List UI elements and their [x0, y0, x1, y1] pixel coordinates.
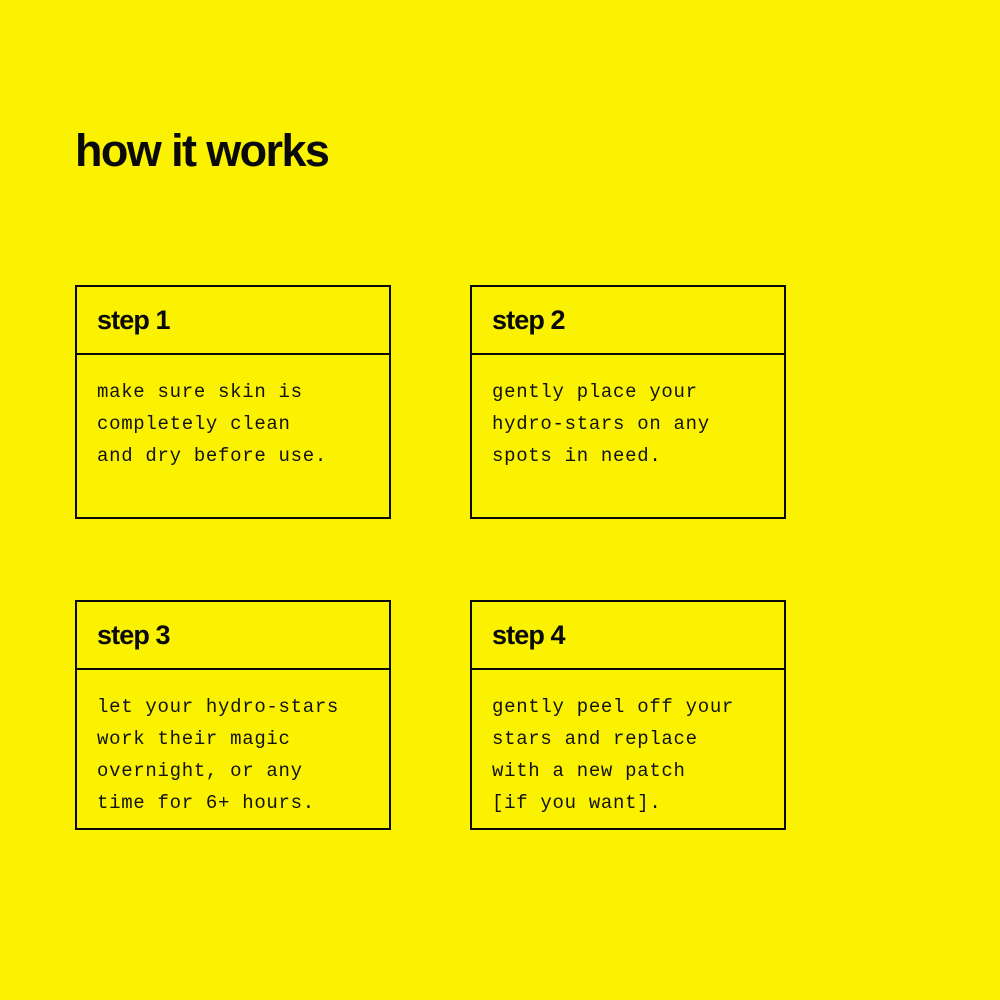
step-card-2: step 2 gently place your hydro-stars on …	[470, 285, 786, 519]
step-body-line: make sure skin is	[97, 381, 303, 403]
step-body-line: let your hydro-stars	[97, 696, 340, 718]
step-card-header-3: step 3	[77, 602, 389, 670]
step-body-line: overnight, or any	[97, 760, 303, 782]
step-body-line: and dry before use.	[97, 445, 327, 467]
step-card-header-2: step 2	[472, 287, 784, 355]
step-card-header-4: step 4	[472, 602, 784, 670]
step-body-line: completely clean	[97, 413, 291, 435]
step-card-3: step 3 let your hydro-stars work their m…	[75, 600, 391, 830]
step-body-line: work their magic	[97, 728, 291, 750]
step-card-1: step 1 make sure skin is completely clea…	[75, 285, 391, 519]
step-card-body-1: make sure skin is completely clean and d…	[77, 355, 389, 517]
step-body-line: time for 6+ hours.	[97, 792, 315, 814]
step-body-line: stars and replace	[492, 728, 698, 750]
step-card-body-3: let your hydro-stars work their magic ov…	[77, 670, 389, 828]
step-body-line: gently place your	[492, 381, 698, 403]
step-body-line: gently peel off your	[492, 696, 735, 718]
page-title: how it works	[75, 125, 330, 177]
step-card-title-3: step 3	[97, 619, 171, 650]
step-card-title-4: step 4	[492, 619, 566, 650]
step-card-title-1: step 1	[97, 304, 171, 335]
step-card-body-2: gently place your hydro-stars on any spo…	[472, 355, 784, 517]
step-card-4: step 4 gently peel off your stars and re…	[470, 600, 786, 830]
step-card-header-1: step 1	[77, 287, 389, 355]
step-card-title-2: step 2	[492, 304, 566, 335]
step-card-body-4: gently peel off your stars and replace w…	[472, 670, 784, 828]
steps-grid: step 1 make sure skin is completely clea…	[75, 285, 787, 830]
step-body-line: [if you want].	[492, 792, 662, 814]
step-body-line: spots in need.	[492, 445, 662, 467]
step-body-line: with a new patch	[492, 760, 686, 782]
step-body-line: hydro-stars on any	[492, 413, 710, 435]
